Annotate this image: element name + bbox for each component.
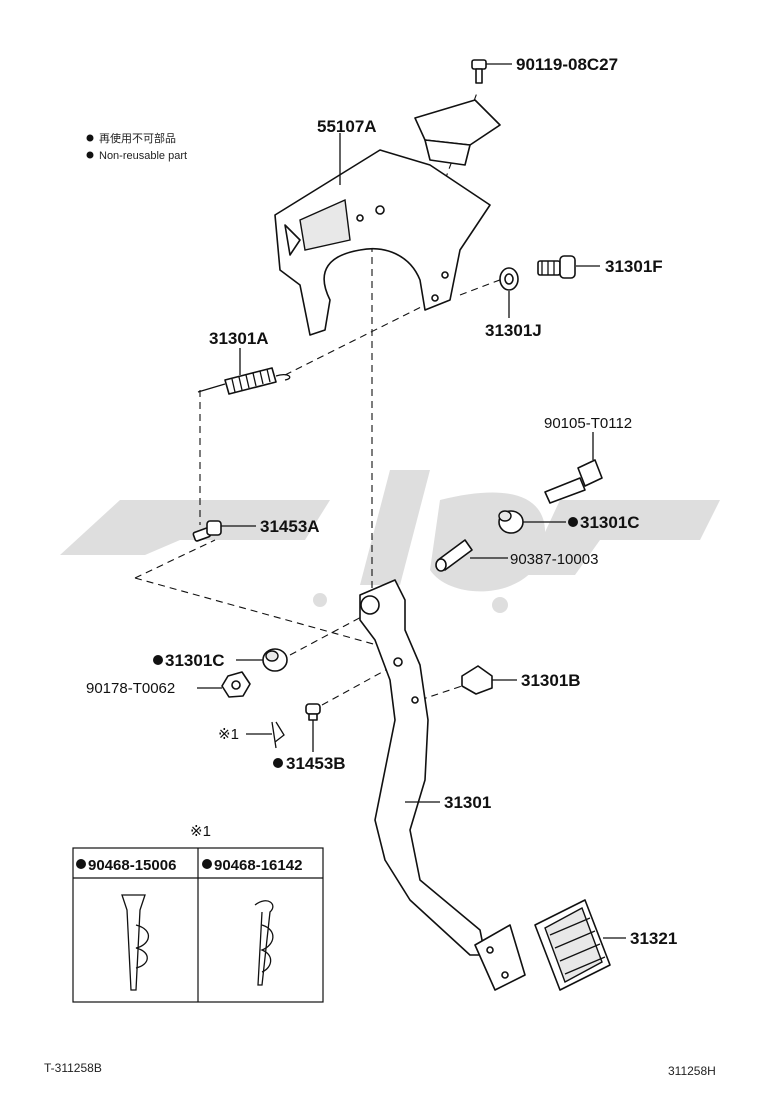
- legend-bullet-jp: [86, 134, 94, 142]
- callouts: 90119-08C27 55107A 31301F 31301J 31301A …: [86, 55, 677, 948]
- bushing-31301j: [499, 267, 519, 291]
- legend: 再使用不可部品 Non-reusable part: [86, 131, 187, 162]
- bullet-pin-b: [273, 758, 283, 768]
- clip-table-ref: ※1: [190, 823, 211, 840]
- clip-table: ※1 90468-15006 90468-16142: [72, 823, 324, 1003]
- label-pad: 31321: [630, 929, 677, 948]
- stopper-31301f: [537, 255, 576, 279]
- bolt-top: [471, 59, 487, 84]
- label-stopper-f: 31301F: [605, 257, 663, 276]
- bolt-90105: [544, 459, 603, 504]
- label-pedal: 31301: [444, 793, 491, 812]
- bushing-31301c-right: [498, 510, 524, 534]
- label-pin-b: 31453B: [286, 754, 346, 773]
- label-bracket: 55107A: [317, 117, 377, 136]
- clip-col2-code: 90468-16142: [214, 857, 302, 874]
- legend-bullet-en: [86, 151, 94, 159]
- stopper-31301b: [461, 665, 493, 695]
- collar-90387: [435, 539, 473, 572]
- legend-jp: 再使用不可部品: [99, 131, 176, 145]
- clip-1-drawing: [121, 894, 150, 991]
- legend-en: Non-reusable part: [99, 150, 187, 162]
- pedal-lever-31301: [359, 579, 486, 956]
- pedal-foot-plate: [474, 924, 526, 991]
- leader-lines: [197, 63, 626, 939]
- nut-90178: [221, 671, 251, 698]
- bracket-55107a: [274, 149, 491, 336]
- pedal-pad-31321: [534, 899, 611, 991]
- label-bolt-top: 90119-08C27: [516, 55, 618, 74]
- bullet-bushing-c-left: [153, 655, 163, 665]
- bullet-clip-col2: [202, 859, 212, 869]
- label-pin-a: 31453A: [260, 517, 320, 536]
- bushing-31301c-left: [262, 648, 288, 672]
- label-nut: 90178-T0062: [86, 680, 175, 697]
- label-bushing-j: 31301J: [485, 321, 542, 340]
- label-bolt-right: 90105-T0112: [544, 415, 632, 432]
- clip-col1-code: 90468-15006: [88, 857, 176, 874]
- footer-left-code: T-311258B: [44, 1061, 102, 1075]
- assembly-lines: [134, 89, 506, 706]
- label-stopper-b: 31301B: [521, 671, 581, 690]
- bullet-clip-col1: [76, 859, 86, 869]
- clip-small: [271, 721, 285, 749]
- label-spring: 31301A: [209, 329, 269, 348]
- label-bushing-c-left: 31301C: [165, 651, 225, 670]
- label-collar: 90387-10003: [510, 551, 598, 568]
- pin-31453a: [192, 520, 222, 542]
- bullet-bushing-c-right: [568, 517, 578, 527]
- label-clip-mark: ※1: [218, 726, 239, 743]
- label-bushing-c-right: 31301C: [580, 513, 640, 532]
- spring-31301a: [197, 367, 291, 395]
- pin-31453b: [305, 703, 321, 721]
- bracket-tab: [414, 99, 501, 166]
- footer-right-code: 311258H: [668, 1064, 716, 1078]
- clip-2-drawing: [254, 900, 274, 986]
